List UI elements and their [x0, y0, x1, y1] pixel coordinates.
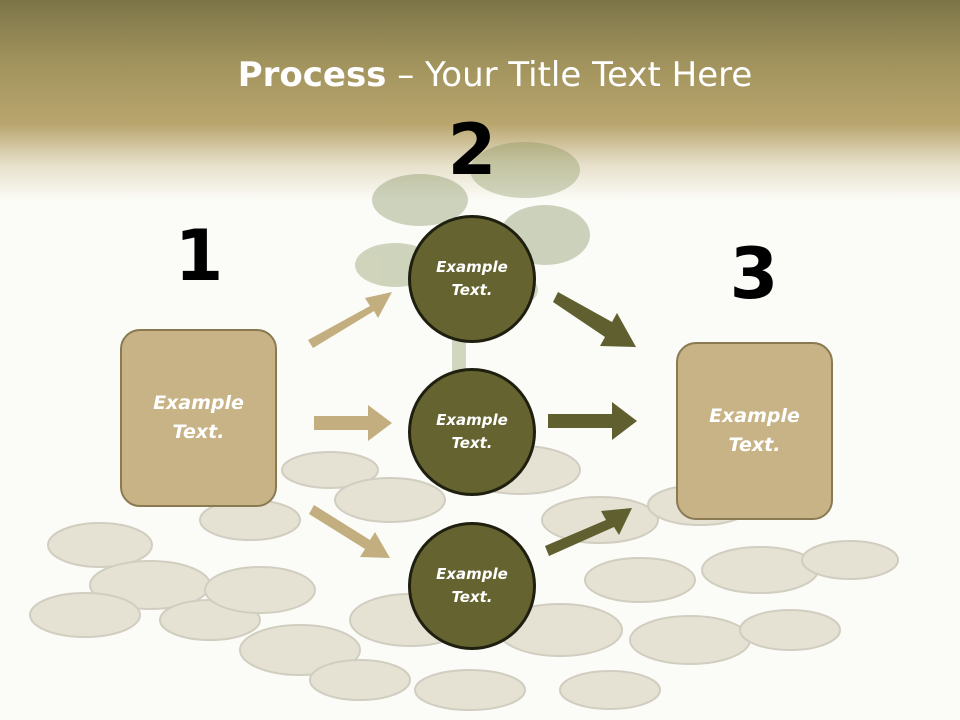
circle-bottom: Example Text. [408, 522, 536, 650]
arrow-light-right [314, 405, 392, 441]
step-box-3-text: Example Text. [709, 405, 800, 456]
title-rest: – Your Title Text Here [386, 55, 753, 95]
step-number-3: 3 [729, 233, 779, 315]
arrow-light-down [309, 505, 390, 558]
slide-title: Process – Your Title Text Here [0, 52, 960, 98]
circle-bottom-text: Example Text. [436, 565, 508, 606]
step-box-1: Example Text. [120, 329, 277, 507]
step-box-1-text: Example Text. [153, 392, 244, 443]
step-number-1: 1 [174, 215, 224, 297]
header-band [0, 0, 960, 200]
title-bold: Process [237, 55, 387, 95]
circle-top-text: Example Text. [436, 258, 508, 299]
circle-middle: Example Text. [408, 368, 536, 496]
circle-top: Example Text. [408, 215, 536, 343]
step-number-2: 2 [447, 109, 497, 191]
arrow-dark-down [553, 292, 636, 347]
arrow-dark-up [545, 508, 632, 556]
arrow-light-up [308, 292, 392, 348]
circle-middle-text: Example Text. [436, 411, 508, 452]
arrow-dark-right [548, 402, 637, 440]
step-box-3: Example Text. [676, 342, 833, 520]
